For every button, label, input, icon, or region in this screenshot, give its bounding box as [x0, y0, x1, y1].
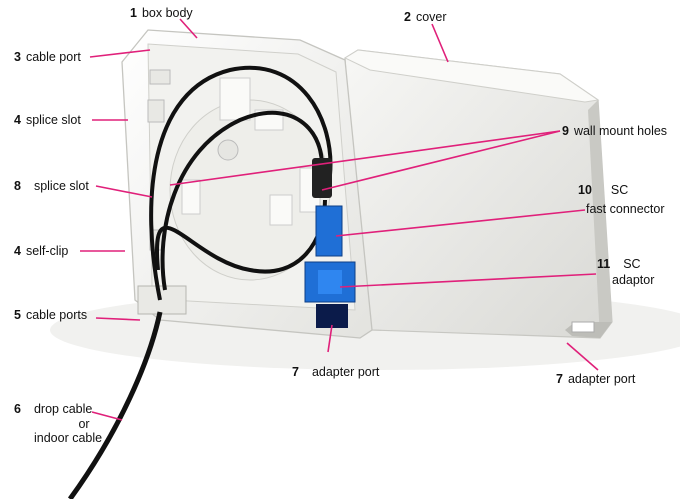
- leader-adapter-right: [566, 342, 599, 371]
- wall-mount-hole: [217, 139, 239, 161]
- leader-splice-slot-8: [95, 185, 153, 198]
- leader-cable-ports: [95, 317, 141, 321]
- cover-adapter-port-notch: [571, 321, 595, 333]
- leader-fast-connector: [335, 209, 586, 237]
- leader-wall-mount-2: [321, 130, 561, 191]
- box-body-part: [121, 29, 373, 339]
- leader-cover: [431, 23, 449, 63]
- label-sc-adaptor-line2: adaptor: [612, 273, 655, 287]
- fiber-loops: [149, 66, 333, 301]
- leader-box-body: [179, 18, 198, 39]
- leader-wall-mount-1: [169, 130, 561, 186]
- leader-cable-port: [89, 49, 151, 58]
- adapter-port-dark: [316, 304, 348, 328]
- leader-drop-cable: [91, 411, 123, 421]
- sc-fast-connector: [315, 205, 343, 257]
- cover-part: [343, 49, 613, 339]
- drop-cable: [67, 311, 163, 499]
- leader-lines: [80, 18, 599, 421]
- leader-adapter-center: [327, 324, 333, 353]
- label-drop-cable-line3: indoor cable: [34, 431, 103, 445]
- label-sc-fast-connector-line2: fast connector: [586, 202, 665, 216]
- label-drop-cable-or: or: [78, 417, 90, 431]
- cable-ports-block: [137, 285, 187, 315]
- leader-sc-adaptor: [339, 273, 597, 288]
